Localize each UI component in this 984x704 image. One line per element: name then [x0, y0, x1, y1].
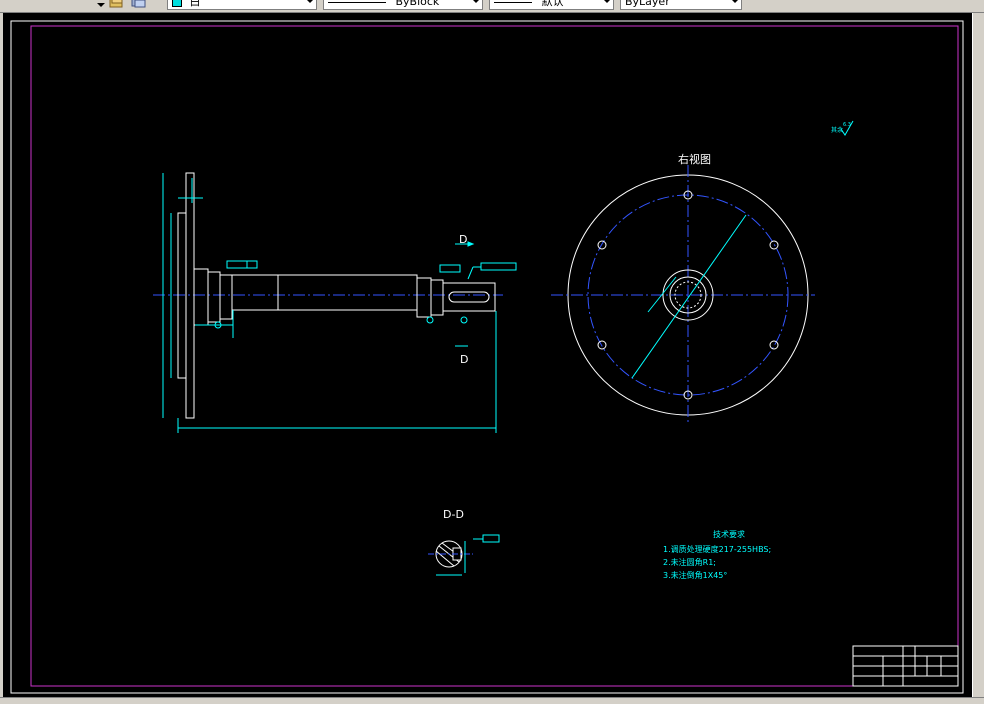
shaft-end-shoulder [430, 279, 444, 316]
chevron-down-icon [731, 0, 739, 3]
bearing-seat-right [416, 277, 432, 318]
right-view-label: 右视图 [678, 152, 711, 166]
tech-requirements-title: 技术要求 [713, 529, 745, 539]
color-value: 白 [189, 0, 201, 8]
plotstyle-control[interactable]: ByLayer [620, 0, 742, 10]
chevron-down-icon [97, 3, 105, 7]
shaft-end [442, 282, 496, 312]
linetype-sample [328, 1, 386, 3]
shoulder-2 [207, 271, 221, 323]
chevron-down-icon [603, 0, 611, 3]
right-view [551, 165, 815, 425]
vertical-scrollbar[interactable] [972, 13, 984, 697]
layer-previous-icon[interactable] [130, 0, 148, 10]
roughness-symbol [840, 120, 854, 136]
drawing-canvas[interactable]: D D 右视图 其余 6.3 D-D [3, 13, 972, 697]
chevron-down-icon [472, 0, 480, 3]
layers-icon[interactable] [108, 0, 126, 10]
shoulder-1 [193, 268, 209, 326]
roughness-value: 6.3 [843, 122, 851, 128]
tech-requirement-1: 1.调质处理硬度217-255HBS; [663, 544, 771, 554]
outer-border [10, 20, 964, 694]
flange-hub [177, 212, 187, 379]
layer-previous-icon-glyph [131, 0, 146, 8]
chevron-down-icon [306, 0, 314, 3]
roughness-note: 其余 [831, 126, 843, 134]
inner-frame [30, 25, 959, 687]
keyway [448, 291, 490, 303]
color-control[interactable]: 白 [167, 0, 317, 10]
color-swatch [172, 0, 182, 7]
linetype-control[interactable]: ByBlock [323, 0, 483, 10]
bearing-seat-left [219, 274, 233, 320]
properties-toolbar: 白 ByBlock 默认 ByLayer [0, 0, 984, 13]
plotstyle-value: ByLayer [625, 0, 670, 8]
tech-requirement-2: 2.未注圆角R1; [663, 557, 716, 567]
lineweight-sample [494, 1, 532, 3]
section-view [428, 534, 500, 576]
tech-requirement-3: 3.未注倒角1X45° [663, 570, 727, 580]
cad-drawing: D D 右视图 其余 6.3 D-D [10, 20, 964, 694]
section-mark-top: D [459, 233, 467, 246]
section-mark-bottom: D [460, 353, 468, 366]
layer-state-icon[interactable] [96, 0, 106, 10]
title-block [852, 645, 959, 687]
lineweight-control[interactable]: 默认 [489, 0, 614, 10]
shaft-front-view [153, 172, 503, 419]
section-view-label: D-D [443, 508, 464, 521]
lineweight-value: 默认 [541, 0, 564, 8]
shaft-dimensions [162, 173, 517, 433]
shaft-body [231, 274, 418, 311]
linetype-value: ByBlock [395, 0, 440, 8]
horizontal-scrollbar[interactable] [0, 697, 984, 704]
layer-stack-icon [109, 0, 123, 8]
